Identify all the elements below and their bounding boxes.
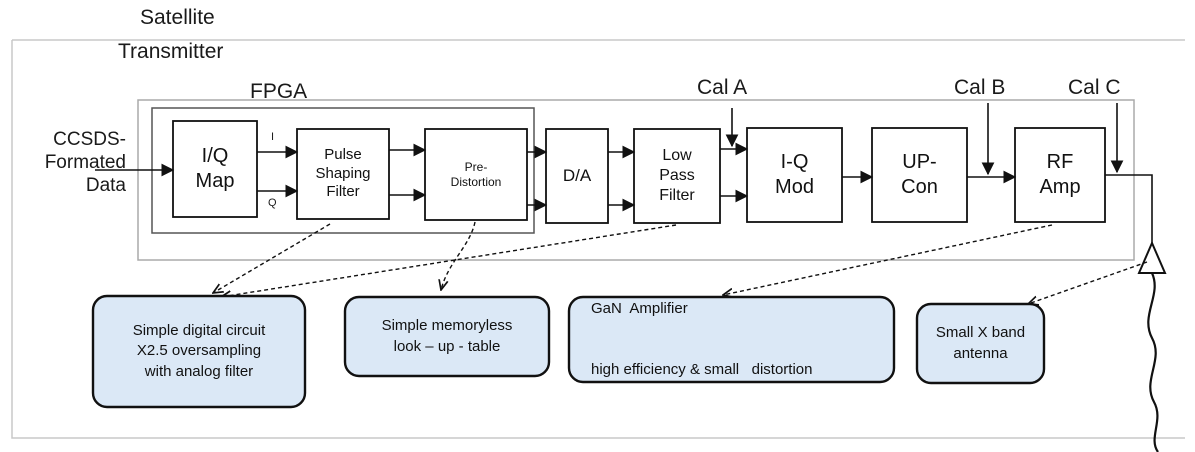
- input-label: CCSDS- Formated Data: [14, 128, 126, 197]
- pulse-shaping-line1: Pulse: [324, 145, 362, 163]
- pointer-pulse-to-note: [213, 223, 331, 293]
- note-gan: GaN Amplifier high efficiency & small di…: [569, 297, 894, 382]
- up-con-box: [871, 127, 968, 223]
- rf-amp-block: RF Amp: [1015, 128, 1105, 222]
- pre-distortion-block: Pre- Distortion: [425, 129, 527, 220]
- pointer-lowpass-to-note: [221, 224, 677, 297]
- pre-distortion-line1: Pre-: [464, 159, 488, 174]
- low-pass-line3: Filter: [659, 187, 695, 204]
- iq-mod-block: I-Q Mod: [747, 128, 842, 222]
- da-block: D/A: [546, 129, 608, 223]
- up-con-line2: Con: [901, 176, 938, 198]
- q-signal-label: Q: [268, 197, 277, 209]
- pulse-shaping-line2: Shaping: [315, 164, 371, 182]
- pointer-rfamp-to-note: [723, 224, 1053, 295]
- note-digital-circuit: Simple digital circuit X2.5 oversampling…: [93, 296, 305, 407]
- note-memoryless-box: [343, 295, 551, 378]
- rf-amp-line1: RF: [1046, 151, 1074, 173]
- note-antenna: Small X band antenna: [917, 304, 1044, 383]
- note-gan-box: [567, 295, 896, 384]
- note-digital-line2: X2.5 oversampling: [136, 342, 262, 360]
- transmitter-label: Transmitter: [118, 40, 224, 63]
- note-digital-circuit-box: [91, 294, 307, 409]
- note-antenna-line1: Small X band: [935, 324, 1026, 342]
- note-antenna-line2: antenna: [953, 344, 1008, 362]
- note-memoryless-line1: Simple memoryless: [381, 317, 513, 335]
- da-box: [545, 128, 609, 224]
- input-label-line3: Data: [85, 175, 126, 196]
- note-digital-line1: Simple digital circuit: [132, 322, 266, 340]
- low-pass-line1: Low: [662, 147, 692, 164]
- satellite-label: Satellite: [140, 6, 215, 29]
- input-label-line2: Formated: [44, 152, 126, 173]
- antenna-wave: [1147, 272, 1159, 452]
- iq-map-block: I/Q Map: [173, 121, 257, 217]
- iq-map-line2: Map: [195, 170, 235, 192]
- i-signal-label: I: [271, 131, 275, 143]
- transmitter-frame: [137, 99, 1135, 261]
- pulse-shaping-block: Pulse Shaping Filter: [297, 129, 389, 219]
- da-line1: D/A: [562, 166, 592, 186]
- up-con-line1: UP-: [902, 151, 937, 173]
- note-gan-line1: GaN Amplifier: [591, 300, 688, 317]
- pointer-antenna-to-note: [1028, 261, 1148, 304]
- note-gan-line2: high efficiency & small distortion: [591, 360, 813, 378]
- pulse-shaping-line3: Filter: [326, 183, 360, 201]
- satellite-frame: [11, 39, 1185, 439]
- note-digital-line3: with analog filter: [144, 362, 254, 380]
- fpga-label: FPGA: [250, 80, 308, 103]
- pre-distortion-line2: Distortion: [450, 174, 502, 189]
- cal-c-label: Cal C: [1068, 76, 1121, 99]
- note-memoryless-line2: look – up - table: [393, 337, 501, 355]
- rf-amp-box: [1014, 127, 1106, 223]
- iq-mod-line2: Mod: [775, 176, 814, 198]
- rf-amp-line2: Amp: [1039, 176, 1081, 198]
- rf-output-line: [1105, 174, 1153, 250]
- low-pass-block: Low Pass Filter: [634, 129, 720, 223]
- note-memoryless: Simple memoryless look – up - table: [345, 297, 549, 376]
- iq-mod-box: [746, 127, 843, 223]
- iq-mod-line1: I-Q: [780, 151, 809, 173]
- cal-a-label: Cal A: [697, 76, 748, 99]
- pulse-shaping-box: [296, 128, 390, 220]
- low-pass-line2: Pass: [659, 167, 695, 184]
- low-pass-box: [633, 128, 721, 224]
- iq-map-box: [172, 120, 258, 218]
- pointer-predistortion-to-note: [441, 221, 476, 290]
- pre-distortion-box: [424, 128, 528, 221]
- iq-map-line1: I/Q: [201, 145, 229, 167]
- antenna-symbol: [1137, 240, 1167, 274]
- input-label-line1: CCSDS-: [53, 129, 126, 150]
- up-con-block: UP- Con: [872, 128, 967, 222]
- note-antenna-box: [915, 302, 1046, 385]
- cal-b-label: Cal B: [954, 76, 1006, 99]
